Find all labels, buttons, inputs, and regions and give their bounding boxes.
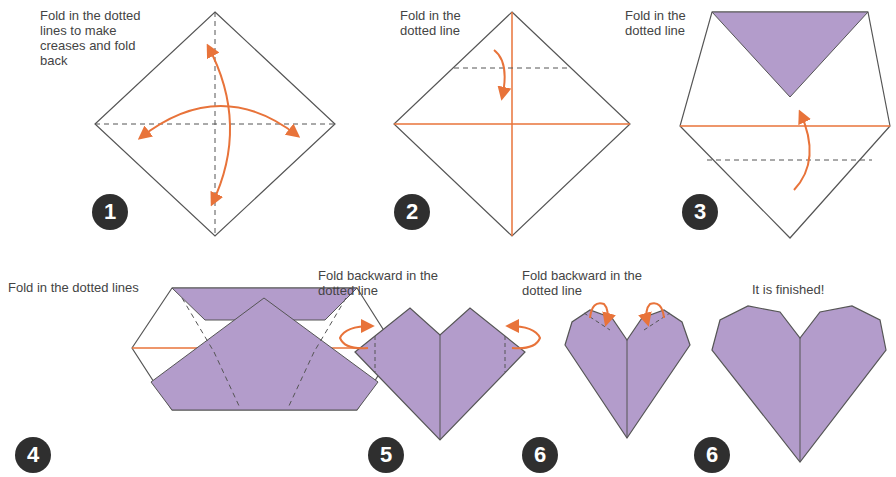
instruction-text: Fold in the dotted line (400, 8, 490, 38)
fold-arrow (340, 326, 372, 348)
center-line (627, 340, 628, 438)
step-number-circle: 3 (682, 194, 718, 230)
step-number-circle: 6 (694, 437, 730, 473)
folded-flap (712, 12, 868, 97)
step6-paper (565, 303, 690, 438)
fold-arrow (590, 303, 608, 324)
fold-arrow (494, 50, 505, 98)
instruction-text: Fold in the dotted line (625, 8, 705, 38)
folded-flap (151, 298, 378, 410)
step-number: 3 (694, 201, 706, 223)
crease-line (680, 125, 890, 127)
center-line (800, 338, 801, 462)
instruction-text: Fold in the dotted lines (8, 280, 168, 295)
heart-shape (355, 308, 525, 440)
instruction-text: It is finished! (752, 282, 872, 297)
step-number-circle: 5 (368, 437, 404, 473)
step-number: 1 (104, 201, 116, 223)
crease-line (511, 12, 513, 236)
fold-dash (215, 12, 216, 236)
fold-dash (314, 298, 346, 352)
step5-paper (340, 308, 540, 440)
step2-paper (394, 12, 630, 236)
step-number: 4 (27, 444, 39, 466)
paper-shape (132, 288, 395, 410)
step-number-circle: 2 (394, 194, 430, 230)
heart-shape (565, 310, 690, 438)
instruction-text: Fold backward in the dotted line (522, 268, 647, 298)
fold-arrow (508, 326, 540, 348)
step-number-circle: 4 (15, 437, 51, 473)
step-number: 6 (706, 444, 718, 466)
fold-dash (505, 336, 506, 372)
step-number: 6 (534, 444, 546, 466)
paper-shape (680, 12, 890, 238)
fold-dash (214, 352, 240, 408)
fold-dash (182, 298, 214, 352)
finished-heart (712, 306, 886, 462)
step3-paper (680, 12, 890, 238)
fold-dash (288, 352, 314, 408)
step-number: 5 (380, 444, 392, 466)
fold-arrow (140, 106, 298, 138)
fold-arrow (794, 112, 810, 190)
step-number: 2 (406, 201, 418, 223)
fold-dash (454, 68, 570, 69)
fold-arrow (646, 303, 664, 324)
heart-shape (712, 306, 886, 462)
step-number-circle: 6 (522, 437, 558, 473)
instruction-text: Fold backward in the dotted line (318, 268, 443, 298)
fold-dash (707, 160, 872, 161)
fold-dash (375, 336, 376, 372)
step-number-circle: 1 (92, 194, 128, 230)
paper-square (394, 12, 630, 236)
center-line (440, 335, 441, 440)
step4-paper (132, 288, 395, 410)
instruction-text: Fold in the dotted lines to make creases… (40, 8, 160, 68)
fold-arrow (208, 46, 230, 204)
